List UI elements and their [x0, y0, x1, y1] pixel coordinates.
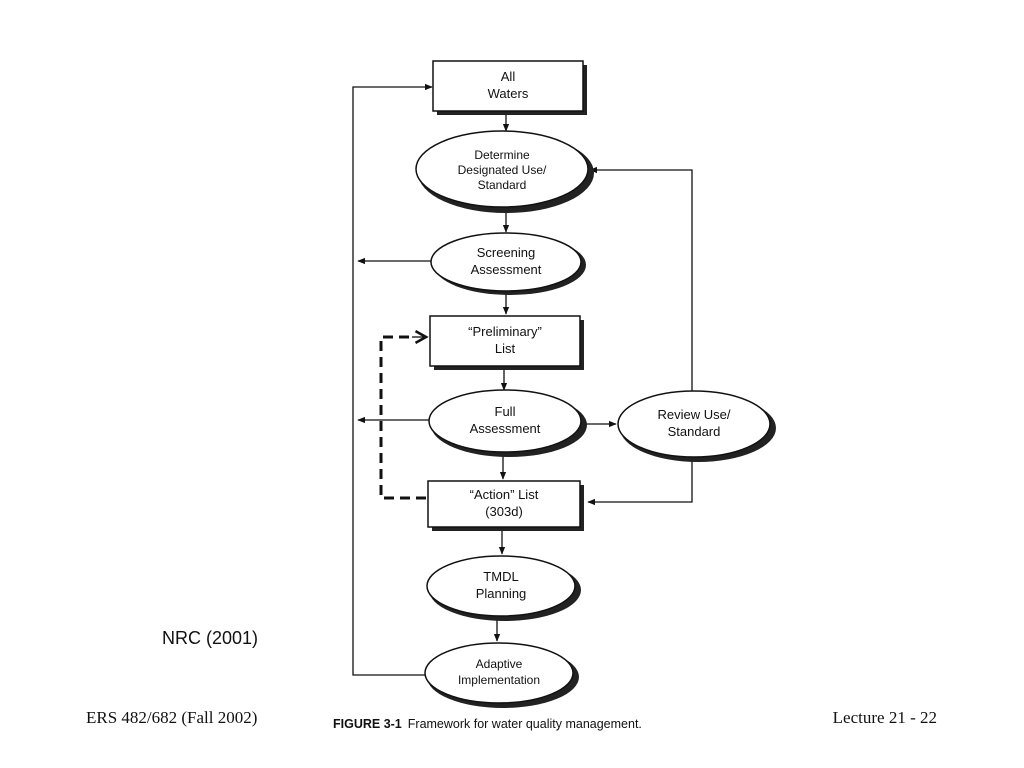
footer-course: ERS 482/682 (Fall 2002)	[86, 708, 258, 727]
node-screening-line-1: Screening	[477, 245, 536, 260]
node-preliminary-list: “Preliminary” List	[429, 315, 584, 370]
node-full-assessment: Full Assessment	[428, 389, 587, 457]
node-all-waters-line-2: Waters	[488, 86, 529, 101]
node-preliminary-line-2: List	[495, 341, 516, 356]
node-designated-use: Determine Designated Use/ Standard	[415, 130, 594, 213]
dashed-action-to-preliminary	[379, 335, 426, 500]
node-designated-use-line-1: Determine	[474, 148, 530, 162]
node-full-assessment-line-1: Full	[495, 404, 516, 419]
node-adaptive-implementation: Adaptive Implementation	[424, 642, 579, 708]
node-screening-assessment: Screening Assessment	[430, 232, 586, 295]
node-review-use-line-1: Review Use/	[658, 407, 731, 422]
node-action-list: “Action” List (303d)	[427, 480, 584, 531]
loop-adaptive-to-all-waters	[352, 83, 433, 676]
loop-review-to-designated-use	[589, 166, 693, 392]
node-preliminary-line-1: “Preliminary”	[468, 324, 542, 339]
node-full-assessment-line-2: Assessment	[470, 421, 541, 436]
node-tmdl-line-2: Planning	[476, 586, 527, 601]
node-review-use: Review Use/ Standard	[617, 390, 776, 462]
node-designated-use-line-3: Standard	[478, 178, 527, 192]
citation: NRC (2001)	[162, 628, 259, 648]
footer-lecture: Lecture 21 - 22	[832, 708, 937, 727]
connectors	[352, 83, 693, 676]
node-action-list-line-2: (303d)	[485, 504, 523, 519]
figure-caption: FIGURE 3-1 Framework for water quality ma…	[333, 717, 642, 731]
figure-caption-text: Framework for water quality management.	[407, 717, 642, 731]
loop-review-to-action-list	[587, 457, 693, 506]
figure-caption-label: FIGURE 3-1	[333, 717, 402, 731]
node-review-use-line-2: Standard	[668, 424, 721, 439]
node-tmdl-line-1: TMDL	[483, 569, 518, 584]
node-adaptive-line-1: Adaptive	[476, 657, 523, 671]
node-all-waters: All Waters	[432, 60, 587, 115]
node-screening-line-2: Assessment	[471, 262, 542, 277]
node-action-list-line-1: “Action” List	[470, 487, 539, 502]
node-all-waters-line-1: All	[501, 69, 516, 84]
node-adaptive-line-2: Implementation	[458, 673, 540, 687]
node-tmdl-planning: TMDL Planning	[426, 555, 581, 621]
node-designated-use-line-2: Designated Use/	[458, 163, 547, 177]
